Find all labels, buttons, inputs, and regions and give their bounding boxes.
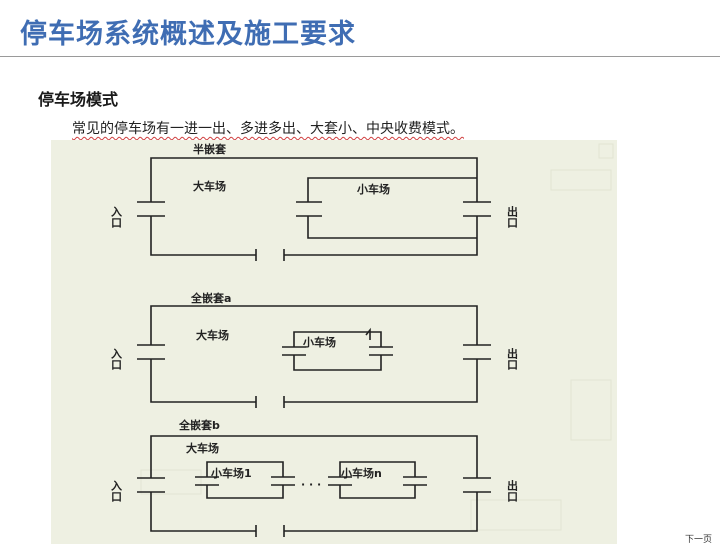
- mode1-exit-label: 出口: [506, 205, 519, 229]
- mode3-title: 全嵌套b: [178, 418, 220, 432]
- next-page-link[interactable]: 下一页: [684, 535, 712, 545]
- mode3-large-lot: 大车场: [186, 441, 219, 455]
- mode3-exit-label: 出口: [506, 479, 519, 503]
- mode1-diagram: [137, 157, 491, 261]
- mode2-small-lot: 小车场: [302, 335, 336, 349]
- mode3-small-lot-1: 小车场1: [210, 466, 252, 480]
- mode3-ellipsis: · · ·: [301, 478, 321, 491]
- mode1-large-lot: 大车场: [193, 179, 226, 193]
- mode3-entry-label: 入口: [110, 480, 123, 503]
- background-texture: [140, 143, 614, 531]
- mode2-diagram: [137, 305, 491, 408]
- page-title: 停车场系统概述及施工要求: [20, 19, 356, 50]
- mode2-title: 全嵌套a: [190, 291, 231, 305]
- mode1-entry-label: 入口: [110, 206, 123, 229]
- parking-modes-diagram: 半嵌套 大车场 小车场 全嵌套a 大车场 小车场 全嵌套b 大车场 小车场1 小…: [51, 140, 617, 544]
- mode1-title: 半嵌套: [193, 142, 227, 156]
- mode3-diagram: [137, 435, 491, 537]
- mode2-exit-label: 出口: [506, 347, 519, 371]
- title-divider: [0, 56, 720, 57]
- mode-description: 常见的停车场有一进一出、多进多出、大套小、中央收费模式。: [72, 121, 464, 137]
- mode2-entry-label: 入口: [110, 348, 123, 371]
- mode2-large-lot: 大车场: [196, 328, 229, 342]
- mode3-small-lot-n: 小车场n: [340, 466, 382, 480]
- section-heading: 停车场模式: [38, 90, 119, 109]
- mode1-small-lot: 小车场: [356, 182, 390, 196]
